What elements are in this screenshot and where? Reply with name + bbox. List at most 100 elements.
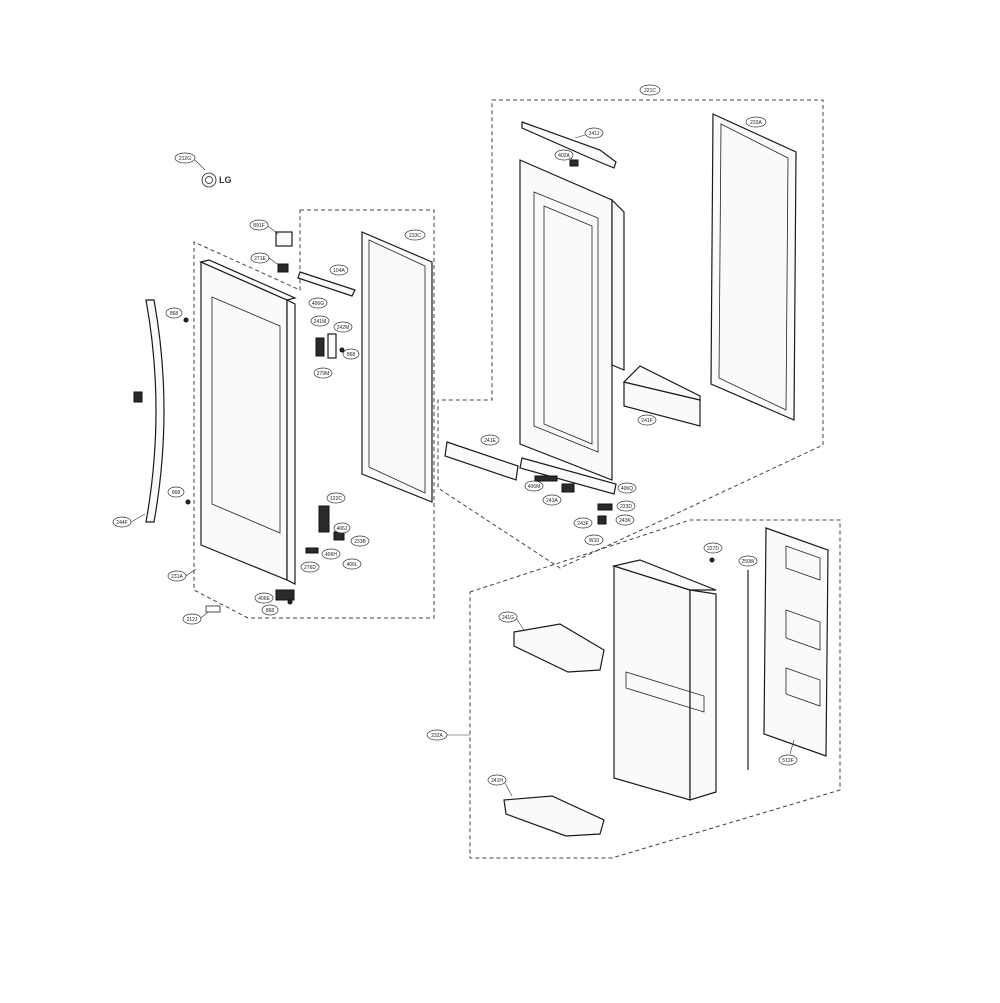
- group-outline-ice-bin-assembly: [469, 519, 841, 859]
- vent-duct: [622, 365, 701, 427]
- callout-label: 227D: [707, 546, 719, 552]
- callout-label: 868: [172, 490, 181, 496]
- bin-tray-upper: [513, 623, 605, 673]
- callout-label: 233C: [409, 233, 421, 239]
- callout-label: 212J: [187, 617, 198, 623]
- callout-label: 241H: [491, 778, 503, 784]
- handle-mount: [133, 391, 143, 403]
- callout-label: 279M: [317, 371, 330, 377]
- callout-241G: 241G: [498, 611, 525, 631]
- callout-271E: 271E: [250, 252, 281, 267]
- callout-label: 231A: [171, 574, 183, 580]
- callout-label: 891F: [253, 223, 264, 229]
- callout-241M: 241M: [310, 315, 330, 327]
- callout-212G: 212G: [174, 152, 206, 171]
- callout-243A: 243A: [542, 494, 562, 506]
- screw-upper: [183, 317, 189, 323]
- callout-227D: 227D: [703, 542, 723, 554]
- group-outline-dispenser-door: [437, 99, 824, 569]
- switch-lever: [561, 483, 575, 493]
- dispenser-front-cover: [763, 527, 829, 757]
- stopper: [305, 547, 319, 554]
- callout-label: 868: [170, 311, 179, 317]
- micro-switch: [534, 475, 558, 482]
- callout-label: 276D: [304, 565, 316, 571]
- callout-406Q: 406Q: [617, 482, 637, 494]
- callout-label: 233B: [354, 539, 366, 545]
- callout-label: 241E: [484, 438, 496, 444]
- callout-label: 406G: [312, 301, 324, 307]
- top-hinge-bracket: [521, 121, 617, 169]
- callout-221C: 221C: [639, 84, 661, 96]
- callout-label: 406J: [337, 526, 348, 532]
- callout-label: 232A: [431, 733, 443, 739]
- small-clip: [569, 159, 579, 167]
- callout-label: 233A: [750, 120, 762, 126]
- callout-406H: 406H: [321, 548, 341, 560]
- callout-label: W10: [589, 538, 600, 544]
- callout-label: 241M: [314, 319, 327, 325]
- bottom-trim: [205, 605, 221, 613]
- callout-label: 250W: [741, 559, 754, 565]
- callout-244F: 244F: [112, 513, 146, 528]
- screw-small: [709, 557, 715, 563]
- callout-label: 221C: [644, 88, 656, 94]
- callout-233A: 233A: [745, 116, 767, 128]
- callout-label: 243K: [619, 518, 631, 524]
- callout-241E: 241E: [480, 434, 500, 446]
- callout-104A: 104A: [329, 264, 349, 276]
- callout-label: 271E: [254, 256, 266, 262]
- screw-cam: [339, 347, 345, 353]
- screw-lower: [185, 499, 191, 505]
- door-cap-trim: [297, 271, 356, 297]
- callout-label: 242M: [337, 325, 350, 331]
- callout-868-c: 868: [167, 486, 185, 498]
- callout-label: 104A: [333, 268, 345, 274]
- callout-label: 243A: [546, 498, 558, 504]
- dispenser-trim-bar: [519, 457, 617, 495]
- callout-233B: 233B: [350, 535, 370, 547]
- callout-406M: 406M: [524, 480, 544, 492]
- callout-406E: 406E: [254, 592, 274, 604]
- bin-tray-lower: [503, 795, 605, 837]
- callout-241J: 241J: [574, 127, 604, 139]
- callout-243F: 243F: [573, 517, 593, 529]
- callout-402A: 402A: [554, 149, 575, 163]
- outer-door-panel: [199, 259, 297, 585]
- callout-label: 406Q: [621, 486, 633, 492]
- callout-label: 243F: [577, 521, 588, 527]
- callout-label: 406H: [325, 552, 337, 558]
- callout-231A: 231A: [167, 568, 197, 582]
- callout-242M: 242M: [333, 321, 353, 333]
- spring-part: [597, 515, 607, 525]
- callout-label: 241J: [589, 131, 600, 137]
- callout-243K: 243K: [615, 514, 635, 526]
- callout-232A: 232A: [426, 729, 470, 741]
- callout-label: 241G: [502, 615, 514, 621]
- callout-233D: 233D: [616, 500, 636, 512]
- door-handle: [145, 299, 165, 523]
- sensor-part: [597, 503, 613, 511]
- lower-hinge-part: [318, 505, 330, 533]
- callout-label: 212G: [179, 156, 191, 162]
- screw-bottom: [287, 599, 293, 605]
- logo-text: LG: [219, 175, 232, 185]
- callout-241F: 241F: [637, 414, 657, 426]
- callout-label: 241F: [641, 418, 652, 424]
- callout-label: 406L: [346, 562, 357, 568]
- door-gasket: [361, 231, 433, 503]
- hinge-bracket: [275, 231, 293, 247]
- callout-W10: W10: [584, 534, 604, 546]
- callout-512F: 512F: [778, 739, 798, 766]
- cam-part: [315, 337, 325, 357]
- callout-233C: 233C: [404, 229, 426, 241]
- callout-label: 868: [266, 608, 275, 614]
- callout-label: 406E: [258, 596, 270, 602]
- callout-label: 512F: [782, 758, 793, 764]
- callout-276D: 276D: [300, 561, 320, 573]
- callout-406J: 406J: [333, 522, 351, 534]
- dispenser-door-frame: [519, 159, 625, 481]
- callout-868-d: 868: [261, 604, 279, 616]
- ice-bin-housing: [611, 559, 717, 801]
